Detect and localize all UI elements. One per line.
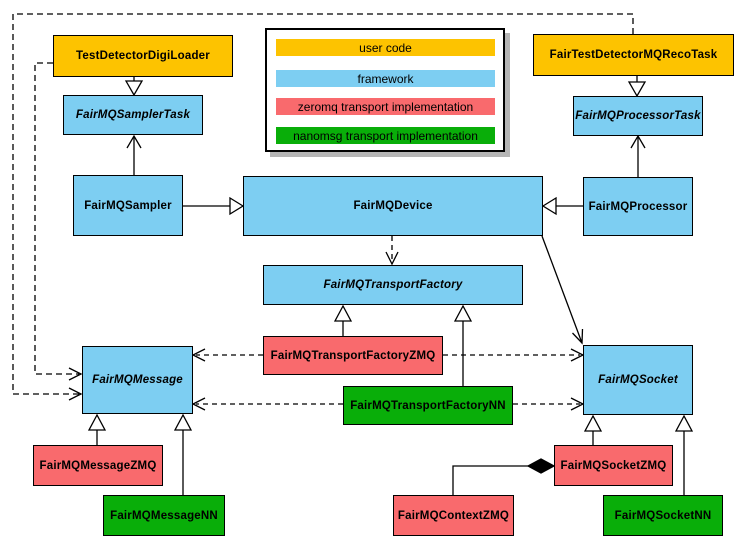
legend-item-nanomsg: nanomsg transport implementation <box>276 127 495 144</box>
node-fairmq-socket: FairMQSocket <box>583 345 693 415</box>
edge-messagenn-message <box>173 413 193 495</box>
edge-digiloader-message <box>34 62 83 381</box>
legend-label: user code <box>359 40 412 55</box>
node-fairmq-processor-task: FairMQProcessorTask <box>573 96 703 136</box>
edge-factorynn-factory <box>453 304 473 386</box>
edge-processor-device <box>541 196 583 216</box>
edge-device-socket <box>541 235 584 345</box>
edge-factoryzmq-factory <box>333 304 353 336</box>
node-fairmq-socket-nn: FairMQSocketNN <box>603 495 723 536</box>
legend-label: zeromq transport implementation <box>297 99 474 114</box>
edge-sampler-device <box>183 196 245 216</box>
node-fairmq-message-zmq: FairMQMessageZMQ <box>33 445 163 486</box>
edge-socketnn-socket <box>674 414 694 495</box>
edge-messagezmq-message <box>87 413 107 445</box>
node-fairmq-socket-zmq: FairMQSocketZMQ <box>554 445 673 486</box>
node-test-detector-digi-loader: TestDetectorDigiLoader <box>53 35 233 77</box>
edge-socketzmq-socket <box>583 414 603 445</box>
node-fairmq-message: FairMQMessage <box>82 346 193 414</box>
edge-factoryzmq-socket <box>443 348 585 362</box>
node-fairmq-transport-factory-nn: FairMQTransportFactoryNN <box>343 386 513 425</box>
node-fairmq-sampler: FairMQSampler <box>73 175 183 236</box>
legend-item-user-code: user code <box>276 39 495 56</box>
node-fairmq-context-zmq: FairMQContextZMQ <box>393 495 514 536</box>
edge-processor-processortask <box>630 134 646 177</box>
edge-contextzmq-socketzmq <box>452 458 556 495</box>
edge-factorynn-socket <box>513 397 585 411</box>
node-fairmq-message-nn: FairMQMessageNN <box>103 495 225 536</box>
edge-factorynn-message <box>191 397 343 411</box>
edge-sampler-samplertask <box>126 134 142 175</box>
edge-recotask-processortask <box>627 76 647 98</box>
edge-factoryzmq-message <box>191 348 263 362</box>
legend: user code framework zeromq transport imp… <box>265 28 505 152</box>
legend-label: framework <box>357 71 414 86</box>
legend-item-zeromq: zeromq transport implementation <box>276 98 495 115</box>
node-fairmq-processor: FairMQProcessor <box>583 177 693 236</box>
edge-digiloader-samplertask <box>124 77 144 97</box>
edge-device-transportfactory <box>385 236 399 266</box>
node-fairmq-transport-factory: FairMQTransportFactory <box>263 265 523 305</box>
node-fairmq-transport-factory-zmq: FairMQTransportFactoryZMQ <box>263 336 443 375</box>
node-fairmq-sampler-task: FairMQSamplerTask <box>63 95 203 135</box>
node-fair-test-detector-mq-reco-task: FairTestDetectorMQRecoTask <box>533 34 734 76</box>
node-fairmq-device: FairMQDevice <box>243 176 543 236</box>
edge-recotask-message <box>12 13 634 401</box>
legend-item-framework: framework <box>276 70 495 87</box>
legend-label: nanomsg transport implementation <box>293 128 478 143</box>
